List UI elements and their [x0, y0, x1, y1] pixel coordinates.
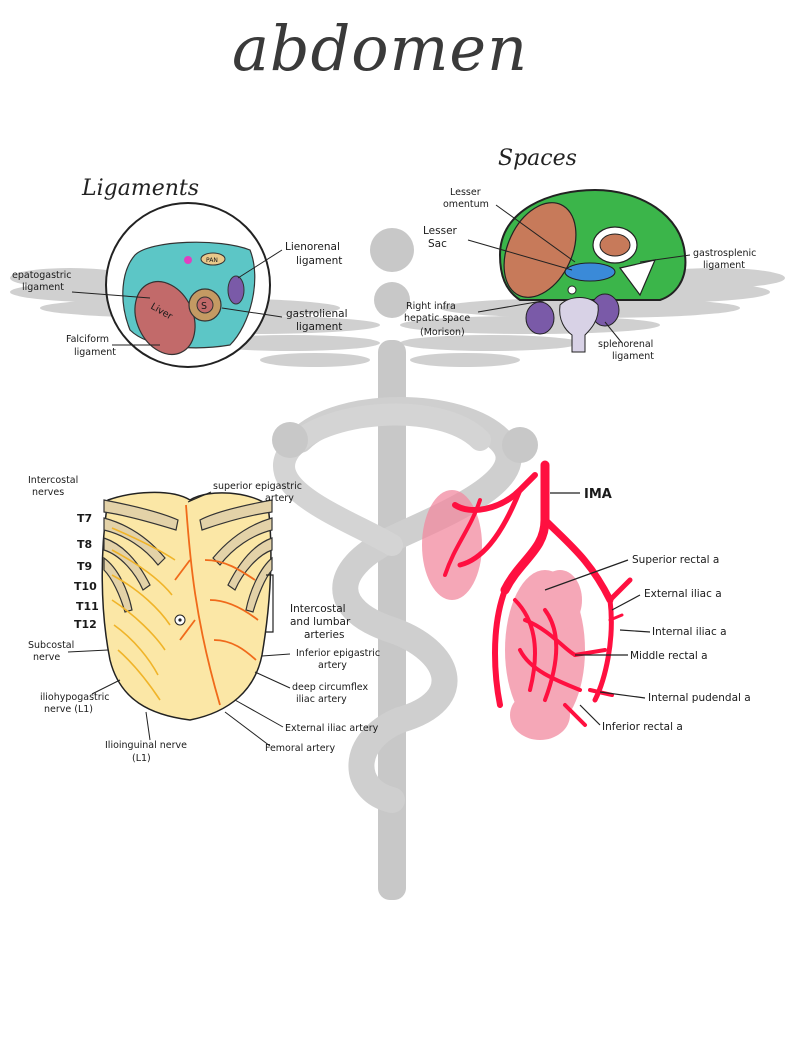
spaces-liver	[503, 202, 577, 298]
wall-arteries	[174, 504, 259, 706]
label-splenorenal: splenorenal ligament	[598, 339, 656, 362]
label-internal-iliac: Internal iliac a	[652, 626, 727, 638]
ligaments-heading: Ligaments	[81, 176, 199, 201]
label-hepatogastric: epatogastric ligament	[12, 270, 75, 293]
t-level: T11	[76, 600, 99, 613]
t-level: T7	[77, 512, 92, 525]
label-inferior-epigastric: Inferior epigastric artery	[296, 648, 383, 671]
ribs-right	[199, 499, 273, 613]
label-external-iliac-artery: External iliac artery	[285, 723, 379, 734]
spaces-spleen	[618, 259, 657, 297]
label-intercostal-lumbar: Intercostal and lumbar arteries	[290, 603, 354, 641]
label-intercostal-nerves: Intercostal nerves	[28, 475, 81, 498]
wall-leaders	[67, 491, 291, 747]
abdominal-wall-figure: Intercostal nerves superior epigastric a…	[28, 475, 383, 764]
label-inferior-rectal: Inferior rectal a	[602, 721, 683, 733]
label-middle-rectal: Middle rectal a	[630, 650, 708, 662]
t-level-labels: T7 T8 T9 T10 T11 T12	[74, 512, 99, 631]
rectal-leaders	[544, 492, 651, 726]
label-subcostal: Subcostal nerve	[28, 640, 77, 663]
label-femoral: Femoral artery	[265, 743, 335, 754]
ligaments-stomach-label: S	[201, 301, 207, 312]
t-level: T9	[77, 560, 92, 573]
arteries-bracket	[266, 574, 274, 633]
label-iliohypogastric: iliohypogastric nerve (L1)	[40, 692, 113, 715]
label-deep-circumflex: deep circumflex iliac artery	[292, 682, 371, 705]
rectal-vessels	[443, 460, 633, 727]
label-lesser-sac: Lesser Sac	[423, 225, 460, 250]
label-internal-pudendal: Internal pudendal a	[648, 692, 751, 704]
ligaments-leaders	[71, 249, 283, 346]
label-external-iliac: External iliac a	[644, 588, 722, 600]
ligaments-gallbladder	[184, 256, 192, 264]
label-right-infrahepatic: Right infra hepatic space (Morison)	[404, 301, 473, 338]
label-gastrolienal: gastrolienal ligament	[286, 308, 351, 333]
nerves	[111, 527, 176, 701]
label-superior-epigastric: superior epigastric artery	[213, 481, 305, 504]
t-level: T12	[74, 618, 97, 631]
label-ilioinguinal: Ilioinguinal nerve (L1)	[105, 740, 190, 764]
label-gastrosplenic: gastrosplenic ligament	[693, 248, 759, 271]
spaces-vertebra	[559, 297, 599, 353]
spaces-figure: Spaces Lesser omentum Lesser Sac gastros…	[404, 146, 759, 362]
label-lienorenal: Lienorenal ligament	[285, 241, 343, 267]
label-ima: IMA	[584, 487, 612, 502]
ligaments-figure: Ligaments Liver S PAN epatogastric ligam…	[12, 176, 351, 368]
ligaments-pancreas	[200, 252, 226, 266]
page-title: abdomen	[232, 12, 528, 85]
spaces-lesser-sac	[564, 262, 616, 282]
spaces-leaders	[467, 204, 691, 344]
label-superior-rectal: Superior rectal a	[632, 554, 719, 566]
t-level: T10	[74, 580, 97, 593]
spaces-heading: Spaces	[498, 146, 577, 171]
t-level: T8	[77, 538, 92, 551]
ligaments-pancreas-label: PAN	[206, 257, 218, 264]
ligaments-kidney	[227, 275, 245, 305]
label-lesser-omentum: Lesser omentum	[443, 187, 489, 210]
label-falciform: Falciform ligament	[66, 334, 116, 358]
spaces-kidney-left	[525, 301, 555, 335]
rectal-arteries-figure: IMA Superior rectal a External iliac a I…	[422, 460, 751, 740]
